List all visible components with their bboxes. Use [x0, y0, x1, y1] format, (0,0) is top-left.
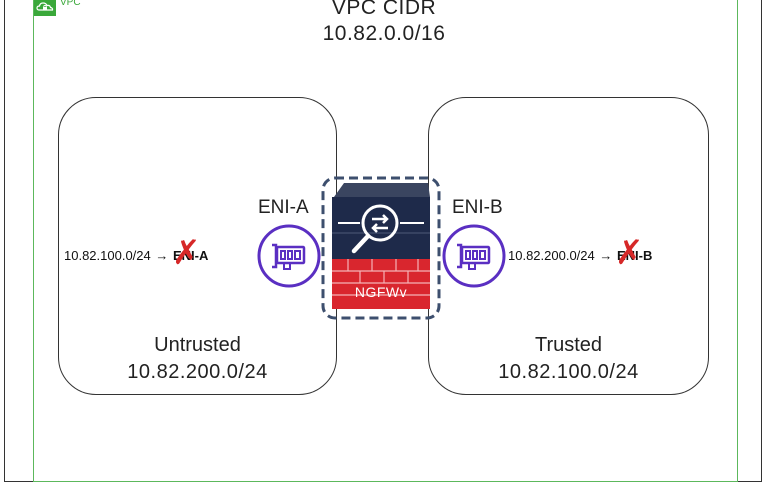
x-mark-icon: ✗	[615, 234, 644, 272]
subnet-trusted-cidr: 10.82.100.0/24	[498, 361, 639, 383]
route-untrusted-target: ENI-A	[173, 248, 209, 263]
network-interface-icon	[257, 224, 321, 288]
route-trusted-arrow: →	[599, 248, 613, 263]
subnet-untrusted-cidr: 10.82.200.0/24	[127, 361, 268, 383]
eni-b-label: ENI-B	[452, 197, 503, 218]
route-untrusted-destination: 10.82.100.0/24	[64, 248, 151, 263]
subnet-trusted-name: Trusted	[534, 334, 603, 356]
route-trusted-target: ENI-B	[617, 248, 653, 263]
cloud-lock-icon	[34, 0, 56, 16]
subnet-untrusted-name: Untrusted	[154, 334, 241, 356]
route-untrusted: 10.82.100.0/24 → ENI-A	[64, 248, 208, 263]
route-trusted-destination: 10.82.200.0/24	[508, 248, 595, 263]
x-mark-icon: ✗	[172, 234, 201, 272]
route-trusted: 10.82.200.0/24 → ENI-B	[508, 248, 652, 263]
vpc-tag: VPC	[60, 0, 81, 8]
vpc-title: VPC CIDR	[331, 0, 437, 19]
route-untrusted-arrow: →	[155, 248, 169, 263]
vpc-cidr: 10.82.0.0/16	[322, 22, 446, 45]
network-interface-icon	[442, 224, 506, 288]
firewall-label: NGFWv	[354, 284, 408, 300]
eni-a-label: ENI-A	[258, 197, 309, 218]
firewall-appliance-icon	[321, 176, 441, 320]
